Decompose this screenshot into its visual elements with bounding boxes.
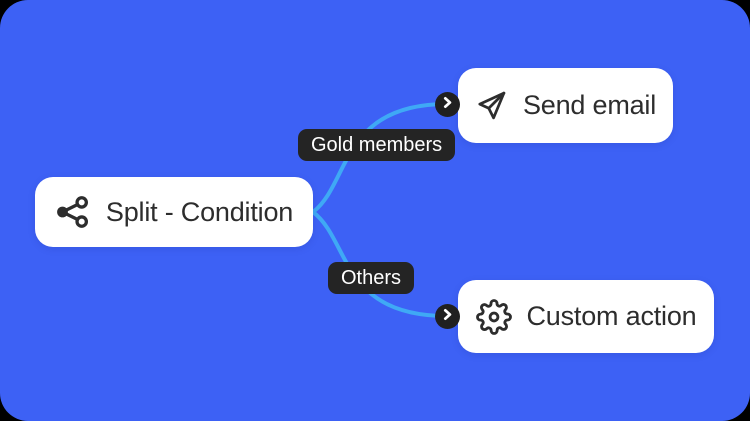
node-custom-action[interactable]: Custom action [458, 280, 714, 353]
share-split-icon [55, 194, 91, 230]
edge-label-text: Gold members [311, 133, 443, 156]
edge-label-others[interactable]: Others [328, 262, 415, 294]
node-label: Split - Condition [105, 196, 294, 227]
edge-label-text: Others [341, 266, 402, 289]
node-label: Send email [522, 90, 657, 120]
node-split-condition[interactable]: Split - Condition [35, 177, 313, 247]
edge-label-gold-members[interactable]: Gold members [298, 129, 456, 161]
gear-icon [475, 298, 512, 335]
node-label: Custom action [526, 301, 697, 331]
port-send-email[interactable] [435, 92, 460, 117]
chevron-right-icon [441, 96, 454, 114]
paper-plane-send-icon [475, 89, 508, 122]
node-send-email[interactable]: Send email [458, 68, 673, 143]
port-custom-action[interactable] [435, 304, 460, 329]
chevron-right-icon [441, 308, 454, 326]
